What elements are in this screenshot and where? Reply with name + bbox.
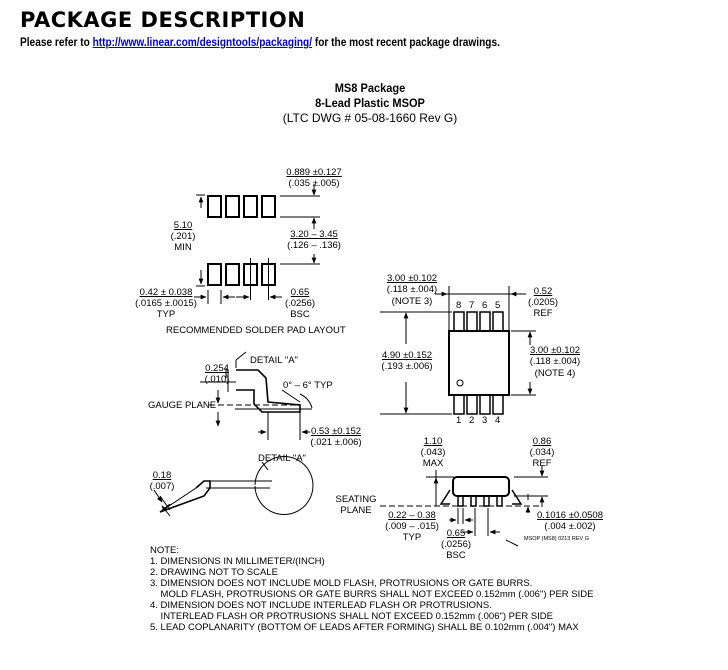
top-length-mm: 4.90 ±0.152	[381, 350, 433, 361]
detail-lead-mm: 0.18	[152, 470, 172, 481]
span-in: (.126 – .136)	[287, 240, 341, 251]
pad-width-mm: 0.42 ± 0.038	[139, 287, 193, 298]
pin-label-8: 8	[456, 300, 462, 311]
pad-length-mm: 0.889 ±0.127	[286, 167, 342, 178]
note-line: INTERLEAD FLASH OR PROTRUSIONS SHALL NOT…	[150, 611, 554, 622]
side-lead-note: TYP	[402, 532, 422, 543]
seating-label: SEATING	[335, 494, 377, 505]
side-pitch-note: BSC	[446, 550, 466, 561]
side-lead-mm: 0.22 – 0.38	[388, 510, 436, 521]
row-gap-note: MIN	[174, 242, 192, 253]
top-body-in: (.118 ±.004)	[529, 356, 581, 367]
pad-length-in: (.035 ±.005)	[288, 178, 340, 189]
span-mm: 3.20 – 3.45	[290, 229, 338, 240]
pad-width-note: TYP	[156, 309, 176, 320]
side-height-mm: 1.10	[423, 436, 443, 447]
top-body-note: (NOTE 4)	[534, 368, 576, 379]
pin-label-4: 4	[495, 415, 501, 426]
standoff-mm: 0.1016 ±0.0508	[537, 510, 603, 521]
standoff-in: (.004 ±.002)	[544, 521, 596, 532]
side-lead-in: (.009 – .015)	[385, 521, 439, 532]
side-ref-in: (.034)	[529, 447, 555, 458]
side-ref-note: REF	[532, 458, 552, 469]
reference-prefix: Please refer to	[20, 37, 90, 49]
drawing-revision: MSOP (MS8) 0213 REV G	[524, 536, 590, 542]
package-description: 8-Lead Plastic MSOP	[315, 96, 425, 110]
pitch-note: BSC	[290, 309, 310, 320]
gauge-plane-label: GAUGE PLANE	[148, 400, 217, 411]
detail-a-label: DETAIL "A"	[258, 453, 306, 464]
detail-lead-in: (.007)	[149, 481, 175, 492]
package-drawing-number: (LTC DWG # 05-08-1660 Rev G)	[282, 111, 458, 125]
pitch-in: (.0256)	[284, 298, 316, 309]
gauge-lead-in: (.010)	[204, 374, 230, 385]
top-width-mm: 3.00 ±0.102	[386, 273, 438, 284]
packaging-link[interactable]: http://www.linear.com/designtools/packag…	[92, 37, 313, 49]
note-line: 1. DIMENSIONS IN MILLIMETER/(INCH)	[150, 556, 325, 567]
reference-suffix: for the most recent package drawings.	[314, 37, 500, 49]
top-body-mm: 3.00 ±0.102	[529, 345, 581, 356]
top-width-in: (.118 ±.004)	[386, 284, 438, 295]
side-height-note: MAX	[422, 458, 444, 469]
pin-label-1: 1	[456, 415, 462, 426]
side-ref-mm: 0.86	[532, 436, 552, 447]
pad-layout-caption: RECOMMENDED SOLDER PAD LAYOUT	[166, 325, 346, 336]
side-pitch-mm: 0.65	[446, 528, 466, 539]
note-line: 5. LEAD COPLANARITY (BOTTOM OF LEADS AFT…	[150, 622, 579, 633]
gauge-lead-mm: 0.254	[205, 363, 229, 374]
side-pitch-in: (.0256)	[440, 539, 472, 550]
gauge-foot-mm: 0.53 ±0.152	[310, 426, 362, 437]
row-gap-mm: 5.10	[173, 220, 193, 231]
pin-label-3: 3	[482, 415, 488, 426]
gauge-detail-label: DETAIL "A"	[250, 355, 298, 366]
solder-pad-layout	[194, 184, 320, 304]
note-line: 4. DIMENSION DOES NOT INCLUDE INTERLEAD …	[150, 600, 492, 611]
note-line: MOLD FLASH, PROTRUSIONS OR GATE BURRS SH…	[150, 589, 594, 600]
top-length-in: (.193 ±.006)	[381, 361, 433, 372]
top-ref-note: REF	[533, 308, 553, 319]
gauge-angle: 0° – 6° TYP	[283, 380, 333, 391]
side-view	[380, 466, 548, 547]
top-view	[380, 286, 536, 415]
reference-line: Please refer to http://www.linear.com/de…	[20, 37, 500, 49]
pin-label-5: 5	[495, 300, 501, 311]
top-ref-mm: 0.52	[533, 286, 553, 297]
pin-label-7: 7	[469, 300, 475, 311]
pin-label-2: 2	[469, 415, 475, 426]
gauge-foot-in: (.021 ±.006)	[310, 437, 362, 448]
top-width-note: (NOTE 3)	[391, 296, 433, 307]
notes-title: NOTE:	[150, 545, 180, 556]
side-height-in: (.043)	[420, 447, 446, 458]
pitch-mm: 0.65	[290, 287, 310, 298]
gauge-view	[200, 351, 313, 440]
section-heading: PACKAGE DESCRIPTION	[20, 8, 306, 32]
package-name: MS8 Package	[334, 81, 406, 95]
detail-a-view	[153, 456, 314, 517]
row-gap-in: (.201)	[170, 231, 196, 242]
note-line: 2. DRAWING NOT TO SCALE	[150, 567, 278, 578]
top-ref-in: (.0205)	[527, 297, 559, 308]
pad-width-in: (.0165 ±.0015)	[135, 298, 197, 309]
plane-label: PLANE	[340, 505, 372, 516]
note-line: 3. DIMENSION DOES NOT INCLUDE MOLD FLASH…	[150, 578, 533, 589]
pin-label-6: 6	[482, 300, 488, 311]
